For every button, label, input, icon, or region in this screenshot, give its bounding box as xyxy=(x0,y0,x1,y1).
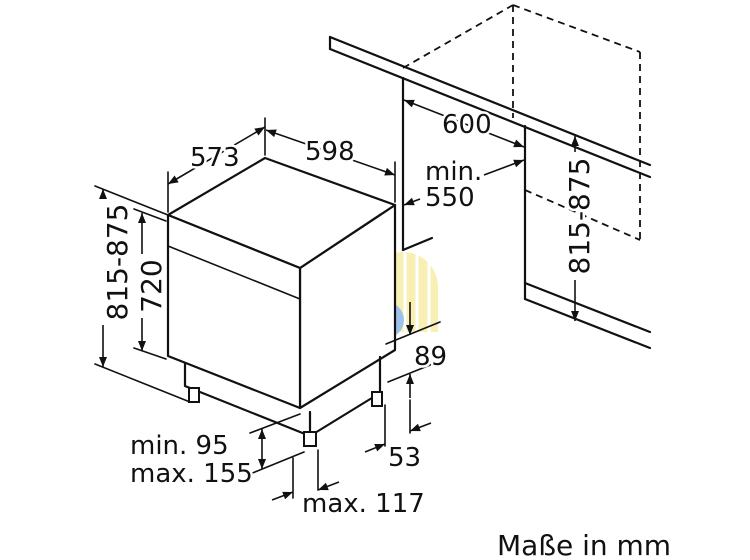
niche-drawing xyxy=(328,4,652,350)
label-niche-width: 600 xyxy=(442,110,492,140)
dimension-line-width xyxy=(265,129,396,176)
label-width: 598 xyxy=(305,137,355,167)
label-niche-depth: 550 xyxy=(425,183,475,213)
units-note: Maße in mm xyxy=(497,529,671,560)
dimension-labels: 573 598 600 min. 550 815-875 720 815-875… xyxy=(99,108,674,560)
hidden-edge xyxy=(524,189,641,241)
label-height-left: 815-875 xyxy=(101,204,134,321)
control-panel-edge xyxy=(167,245,301,300)
label-foot-max: max. 155 xyxy=(130,459,253,489)
dimension-line-plinth-max xyxy=(317,481,340,491)
dishwasher-front-face xyxy=(166,213,302,410)
label-niche-height: 815-875 xyxy=(563,158,596,275)
dishwasher-drawing xyxy=(166,156,397,447)
label-body-height: 720 xyxy=(135,259,168,312)
floor-line-lower xyxy=(523,297,652,350)
label-plinth-height: 89 xyxy=(414,342,447,372)
extension-line xyxy=(387,360,441,383)
label-plinth-max: max. 117 xyxy=(302,489,425,519)
hidden-edge xyxy=(402,4,514,69)
extension-line xyxy=(94,185,169,216)
dishwasher-foot xyxy=(371,391,383,407)
dimension-line-niche-width xyxy=(403,99,525,148)
dimension-lines xyxy=(94,99,579,501)
worktop-top-edge xyxy=(328,35,652,167)
dimension-line-plinth-setback xyxy=(364,443,386,453)
dimension-line-depth xyxy=(167,126,266,185)
extension-line xyxy=(94,363,191,403)
label-depth: 573 xyxy=(190,143,240,173)
extension-line xyxy=(133,208,167,222)
dimension-line-niche-depth xyxy=(403,197,421,206)
extension-line xyxy=(249,451,305,475)
extension-line xyxy=(133,347,167,360)
hidden-edge xyxy=(512,4,641,53)
dimension-line-plinth-setback xyxy=(409,422,432,432)
label-plinth-setback: 53 xyxy=(388,443,421,473)
label-niche-depth-prefix: min. xyxy=(425,157,482,187)
label-foot-min: min. 95 xyxy=(130,431,229,461)
dishwasher-foot xyxy=(188,387,200,403)
dimension-line-plinth-max xyxy=(271,491,294,501)
dimension-line-niche-depth xyxy=(483,159,525,176)
plinth-front xyxy=(183,361,312,438)
floor-line-upper xyxy=(523,281,652,334)
niche-floor-left xyxy=(401,236,434,252)
dishwasher-foot xyxy=(303,431,317,447)
